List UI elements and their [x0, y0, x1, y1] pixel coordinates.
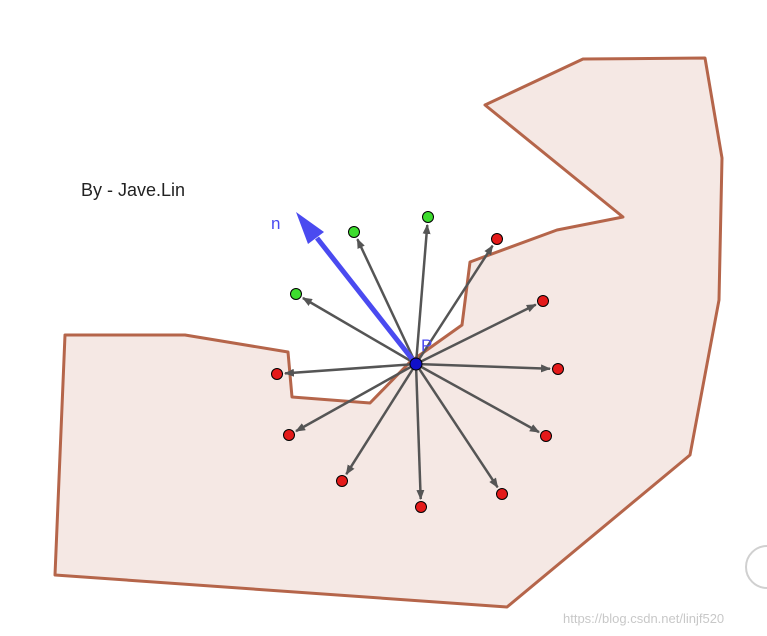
sample-point-11	[283, 429, 295, 441]
sample-ray-11	[295, 362, 417, 433]
normal-vector-label: n	[271, 214, 280, 233]
sample-ray-3	[414, 224, 431, 365]
watermark-url: https://blog.csdn.net/linjf520	[563, 611, 725, 626]
sample-ray-2	[356, 238, 418, 365]
sample-point-9	[415, 501, 427, 513]
sample-ray-4	[414, 244, 494, 365]
region-polygon	[53, 56, 724, 609]
sample-points	[271, 211, 564, 513]
sample-point-5	[537, 295, 549, 307]
sample-point-4	[491, 233, 503, 245]
sample-ray-1	[302, 296, 417, 366]
point-p-label: P	[421, 336, 432, 355]
author-caption: By - Jave.Lin	[81, 180, 186, 200]
sample-ray-12	[284, 362, 417, 377]
sample-point-2	[348, 226, 360, 238]
point-p	[409, 357, 423, 371]
sample-ray-7	[415, 362, 540, 434]
sample-ray-10	[345, 363, 418, 476]
sample-point-7	[540, 430, 552, 442]
sample-point-3	[422, 211, 434, 223]
sample-ray-6	[415, 362, 551, 373]
normal-vector-arrow	[315, 236, 418, 366]
sample-rays	[284, 224, 551, 500]
sample-ray-9	[414, 363, 425, 500]
sample-ray-5	[415, 303, 537, 366]
sample-point-10	[336, 475, 348, 487]
sample-point-8	[496, 488, 508, 500]
sample-ray-8	[414, 363, 499, 489]
sample-point-1	[290, 288, 302, 300]
normal-arrowhead	[296, 212, 324, 244]
sample-point-6	[552, 363, 564, 375]
sample-point-12	[271, 368, 283, 380]
